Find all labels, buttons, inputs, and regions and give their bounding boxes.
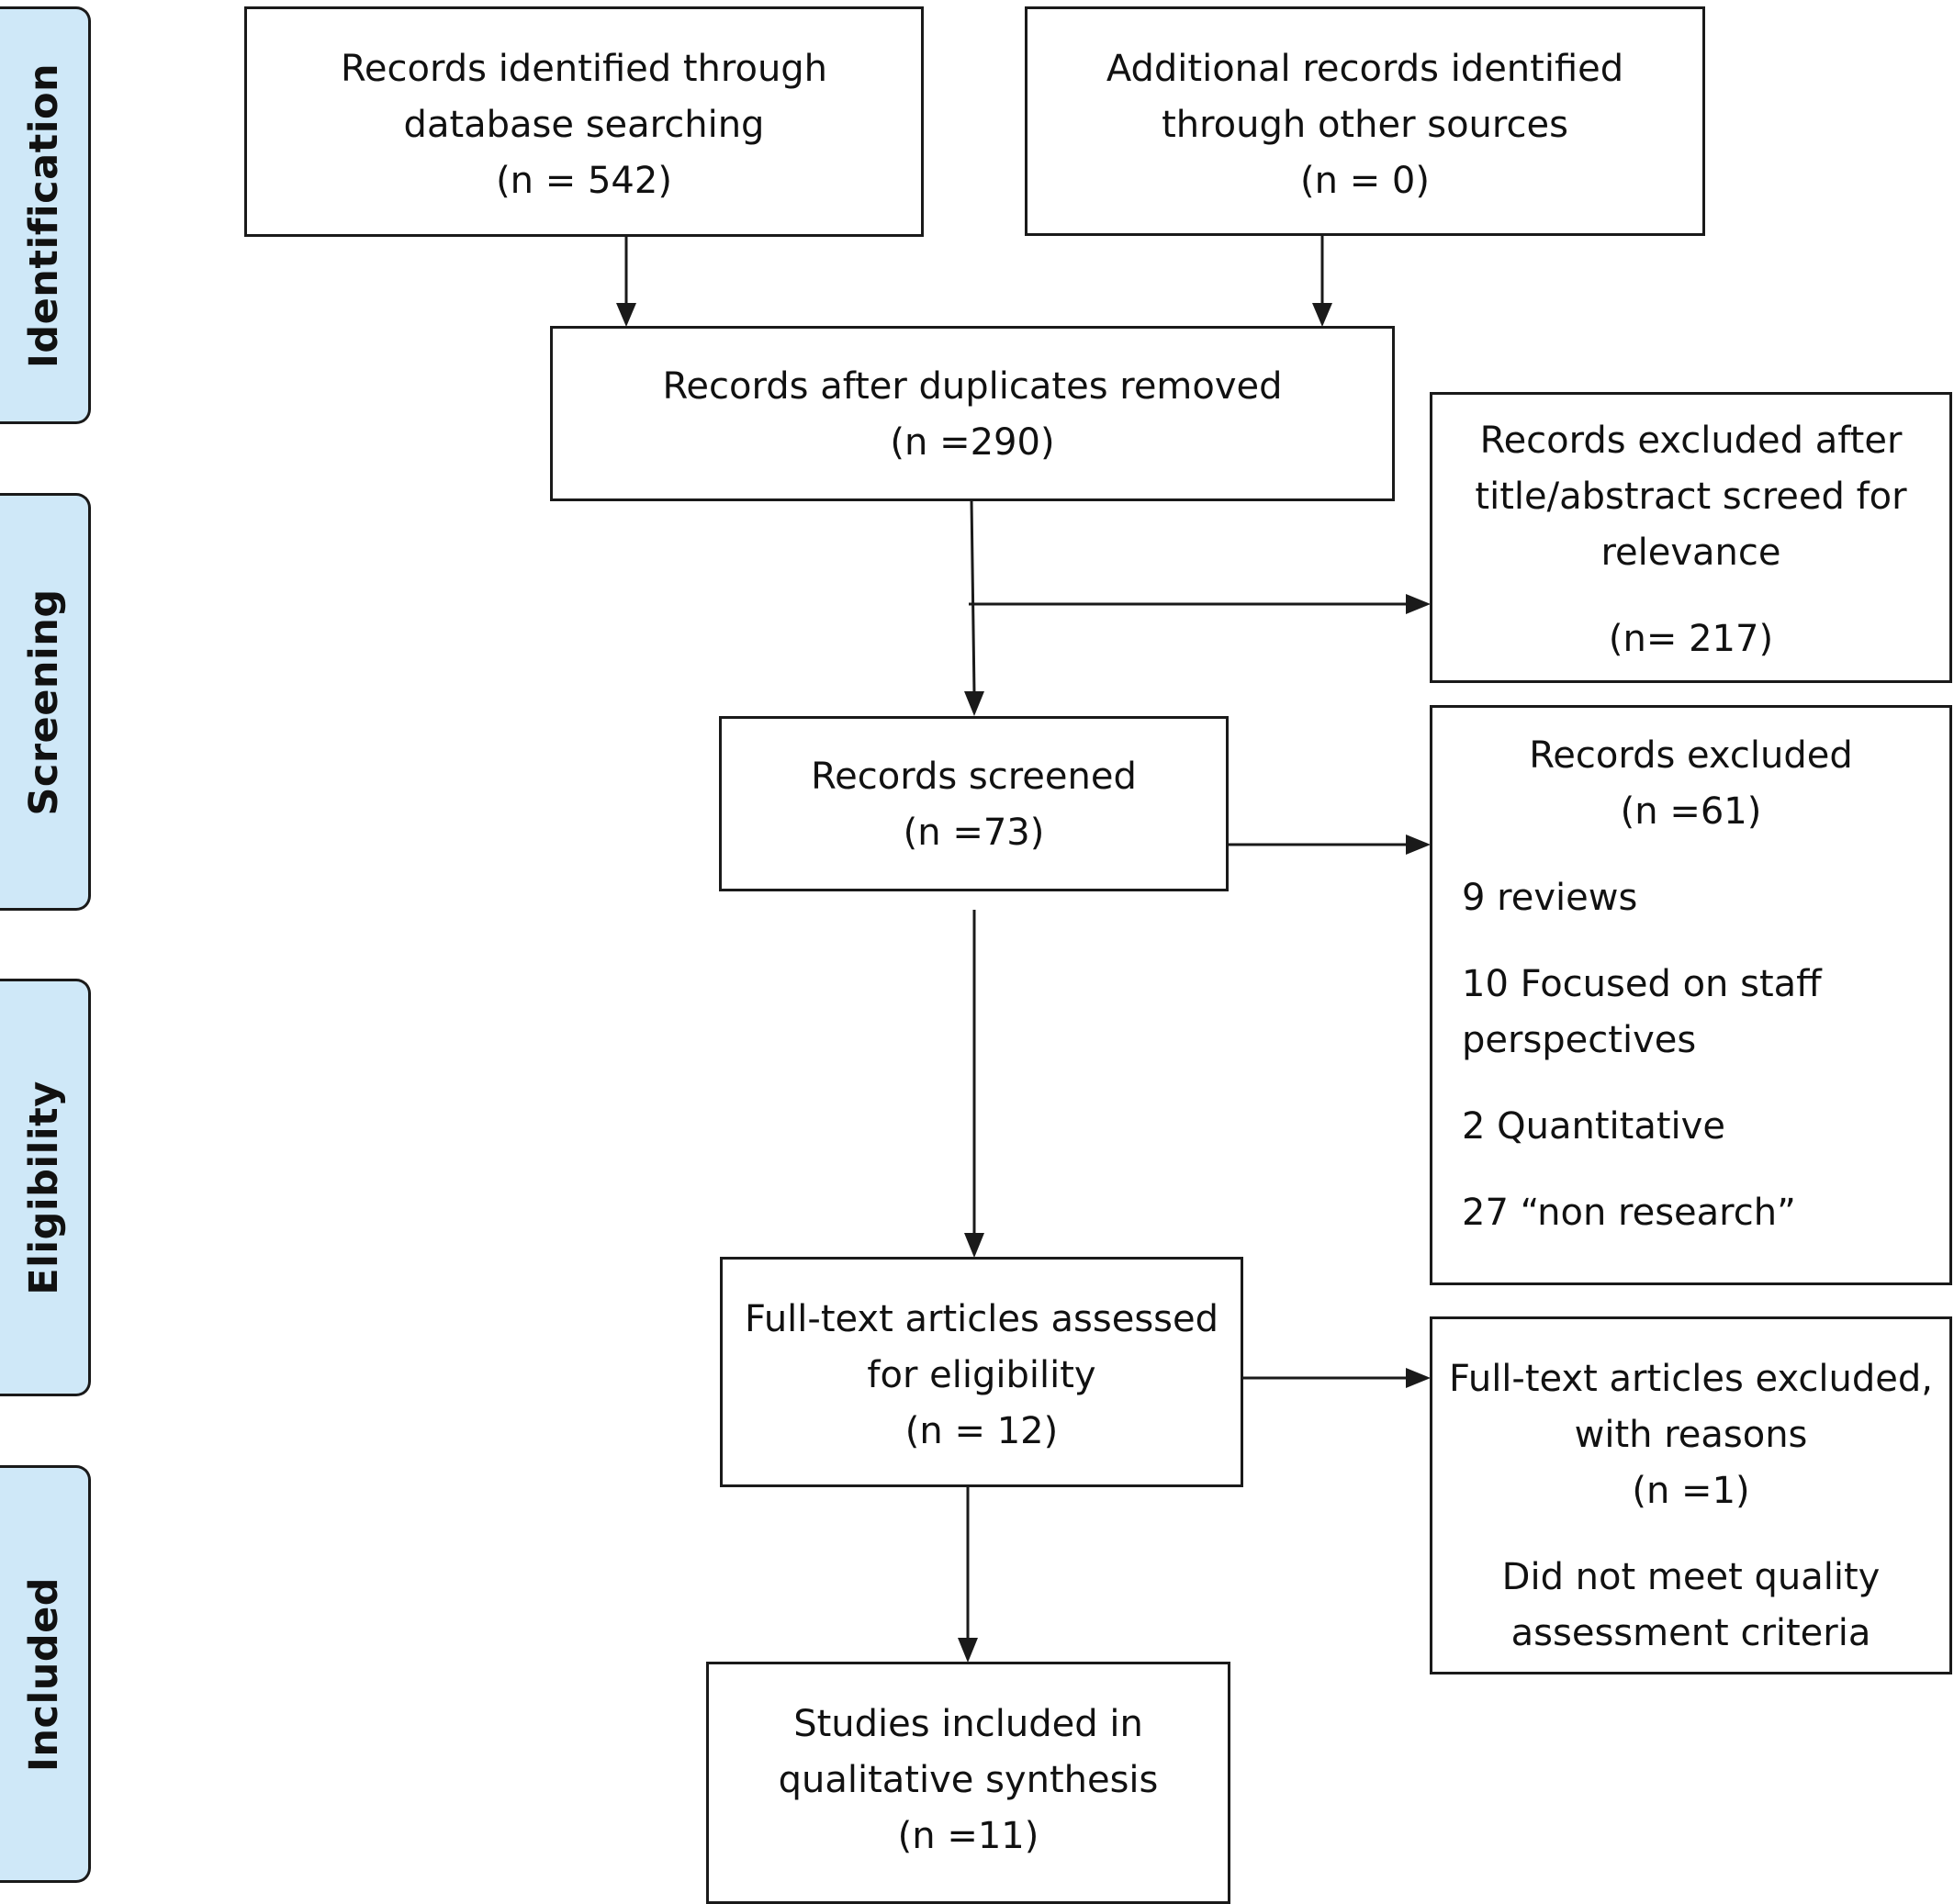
box-database-searching: Records identified through database sear… — [244, 6, 924, 237]
box-excluded-title-abstract: Records excluded after title/abstract sc… — [1430, 392, 1952, 683]
reason-reviews: 9 reviews — [1462, 877, 1638, 919]
ft-excluded-reason-line2: assessment criteria — [1510, 1612, 1871, 1654]
box-studies-included: Studies included in qualitative synthesi… — [706, 1662, 1230, 1904]
arrowhead-full-text — [964, 1233, 984, 1258]
arrow-duplicates-to-screened — [970, 499, 976, 694]
box-records-excluded: Records excluded (n =61) 9 reviews 10 Fo… — [1430, 705, 1952, 1285]
included-line2: qualitative synthesis — [778, 1759, 1159, 1801]
phase-included: Included — [0, 1465, 91, 1883]
duplicates-line1: Records after duplicates removed — [662, 365, 1283, 408]
database-line2: database searching — [403, 104, 765, 146]
box-full-text-excluded: Full-text articles excluded, with reason… — [1430, 1316, 1952, 1674]
arrowhead-full-text-excluded — [1406, 1368, 1431, 1388]
arrowhead-records-excluded — [1406, 834, 1431, 855]
arrowhead-database — [616, 303, 636, 327]
box-records-screened: Records screened (n =73) — [719, 716, 1229, 891]
reason-non-research: 27 “non research” — [1462, 1192, 1796, 1234]
other-sources-count: (n = 0) — [1300, 160, 1430, 202]
ft-excluded-reason-line1: Did not meet quality — [1501, 1556, 1881, 1598]
full-text-line1: Full-text articles assessed — [745, 1298, 1218, 1340]
phase-screening: Screening — [0, 493, 91, 911]
box-full-text-assessed: Full-text articles assessed for eligibil… — [720, 1257, 1243, 1487]
reason-staff-line1: 10 Focused on staff — [1462, 963, 1822, 1005]
other-sources-line1: Additional records identified — [1106, 48, 1624, 90]
database-count: (n = 542) — [496, 160, 672, 202]
screened-count: (n =73) — [903, 812, 1045, 854]
box-duplicates-removed: Records after duplicates removed (n =290… — [550, 326, 1395, 501]
box-other-sources: Additional records identified through ot… — [1025, 6, 1705, 236]
phase-eligibility: Eligibility — [0, 979, 91, 1396]
records-excluded-title: Records excluded — [1529, 734, 1853, 777]
arrowhead-excluded-title-abstract — [1406, 594, 1431, 614]
records-excluded-count: (n =61) — [1620, 790, 1762, 833]
ft-excluded-line2: with reasons — [1574, 1414, 1808, 1456]
included-line1: Studies included in — [793, 1703, 1143, 1745]
reason-quantitative: 2 Quantitative — [1462, 1105, 1725, 1148]
excluded-ta-line1: Records excluded after — [1479, 420, 1903, 462]
ft-excluded-count: (n =1) — [1632, 1470, 1750, 1512]
arrowhead-screened — [964, 691, 984, 716]
full-text-count: (n = 12) — [904, 1410, 1059, 1452]
arrowhead-other — [1312, 303, 1332, 327]
ft-excluded-line1: Full-text articles excluded, — [1449, 1358, 1933, 1400]
screened-line1: Records screened — [811, 756, 1137, 798]
excluded-ta-count: (n= 217) — [1608, 618, 1774, 660]
included-count: (n =11) — [897, 1815, 1039, 1857]
full-text-line2: for eligibility — [867, 1354, 1096, 1396]
duplicates-count: (n =290) — [890, 421, 1055, 464]
arrowhead-included — [958, 1638, 978, 1663]
other-sources-line2: through other sources — [1162, 104, 1568, 146]
reason-staff-line2: perspectives — [1462, 1019, 1697, 1061]
phase-identification: Identification — [0, 6, 91, 424]
excluded-ta-line3: relevance — [1600, 532, 1781, 574]
excluded-ta-line2: title/abstract screed for — [1475, 476, 1907, 518]
database-line1: Records identified through — [340, 48, 828, 90]
